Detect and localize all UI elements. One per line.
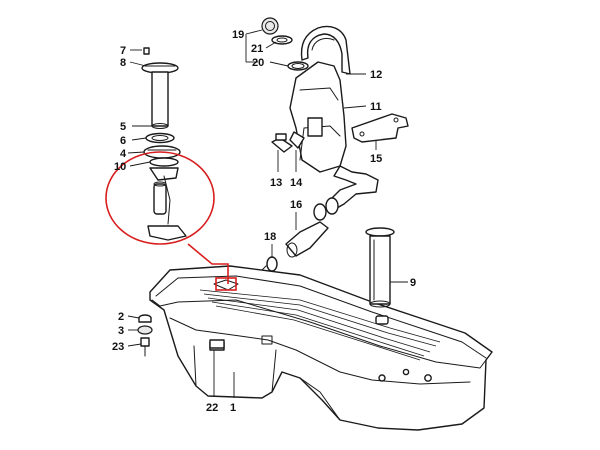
callout-18: 18 (264, 231, 276, 243)
mounting-hardware[interactable] (137, 314, 153, 357)
highlight-circle (105, 151, 215, 245)
callout-14: 14 (290, 177, 303, 189)
expansion-tank[interactable] (289, 25, 379, 213)
callout-10: 10 (114, 161, 126, 173)
vent-fittings[interactable] (271, 131, 305, 153)
callout-21: 21 (251, 43, 263, 55)
callout-2: 2 (118, 311, 124, 323)
highlight-connector (187, 243, 229, 284)
callout-22: 22 (206, 402, 218, 414)
callout-23: 23 (112, 341, 124, 353)
heat-shield-plate[interactable] (209, 339, 225, 349)
callout-5: 5 (120, 121, 126, 133)
callout-1: 1 (230, 402, 236, 414)
callout-9: 9 (410, 277, 416, 289)
callout-13: 13 (270, 177, 282, 189)
callout-12: 12 (370, 69, 382, 81)
callout-labels: 7 8 5 6 4 10 19 21 20 12 11 15 13 14 16 … (112, 29, 416, 414)
level-sender[interactable] (365, 227, 395, 308)
callout-8: 8 (120, 57, 126, 69)
callout-3: 3 (118, 325, 124, 337)
highlight-target (215, 277, 237, 291)
callout-6: 6 (120, 135, 126, 147)
hose-with-clamps[interactable] (261, 197, 339, 272)
callout-7: 7 (120, 45, 126, 57)
callout-20: 20 (252, 57, 264, 69)
callout-4: 4 (120, 148, 127, 160)
fuel-pump-sender[interactable] (141, 47, 187, 241)
callout-16: 16 (290, 199, 302, 211)
leader-lines (127, 29, 408, 398)
callout-19: 19 (232, 29, 244, 41)
callout-15: 15 (370, 153, 382, 165)
tank-bracket[interactable] (351, 113, 409, 143)
fuel-tank[interactable] (149, 265, 493, 431)
callout-11: 11 (370, 101, 382, 113)
filler-cap[interactable] (261, 17, 309, 71)
